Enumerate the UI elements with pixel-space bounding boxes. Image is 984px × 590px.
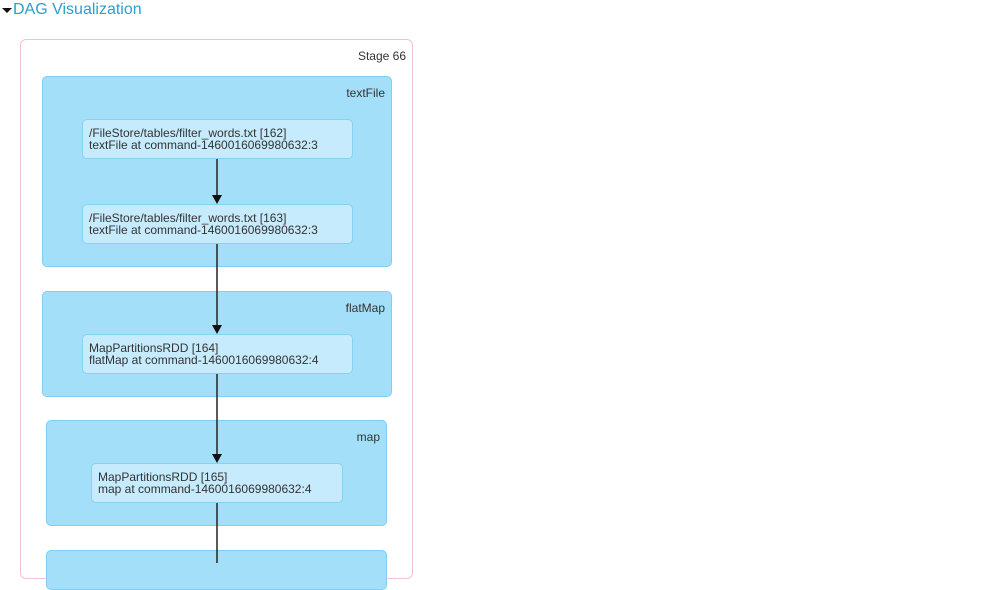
rdd-callsite: flatMap at command-1460016069980632:4 xyxy=(89,353,319,367)
caret-down-icon xyxy=(2,8,12,13)
cluster-next xyxy=(46,550,387,590)
dag-visualization-label[interactable]: DAG Visualization xyxy=(13,1,142,18)
cluster-label: map xyxy=(356,430,380,444)
rdd-name: MapPartitionsRDD [165] xyxy=(98,470,228,484)
stage-label: Stage 66 xyxy=(357,49,406,63)
rdd-name: MapPartitionsRDD [164] xyxy=(89,341,219,355)
rdd-node[interactable]: /FileStore/tables/filter_words.txt [162]… xyxy=(82,119,353,159)
dag-visualization-toggle[interactable]: DAG Visualization xyxy=(2,0,142,20)
rdd-callsite: textFile at command-1460016069980632:3 xyxy=(89,223,318,237)
rdd-name: /FileStore/tables/filter_words.txt [163] xyxy=(89,211,287,225)
rdd-name: /FileStore/tables/filter_words.txt [162] xyxy=(89,126,287,140)
rdd-node[interactable]: MapPartitionsRDD [165] map at command-14… xyxy=(91,463,343,503)
cluster-label: textFile xyxy=(346,86,385,100)
cluster-label: flatMap xyxy=(345,301,385,315)
rdd-node[interactable]: MapPartitionsRDD [164] flatMap at comman… xyxy=(82,334,353,374)
rdd-callsite: textFile at command-1460016069980632:3 xyxy=(89,138,318,152)
rdd-node[interactable]: /FileStore/tables/filter_words.txt [163]… xyxy=(82,204,353,244)
rdd-callsite: map at command-1460016069980632:4 xyxy=(98,482,312,496)
